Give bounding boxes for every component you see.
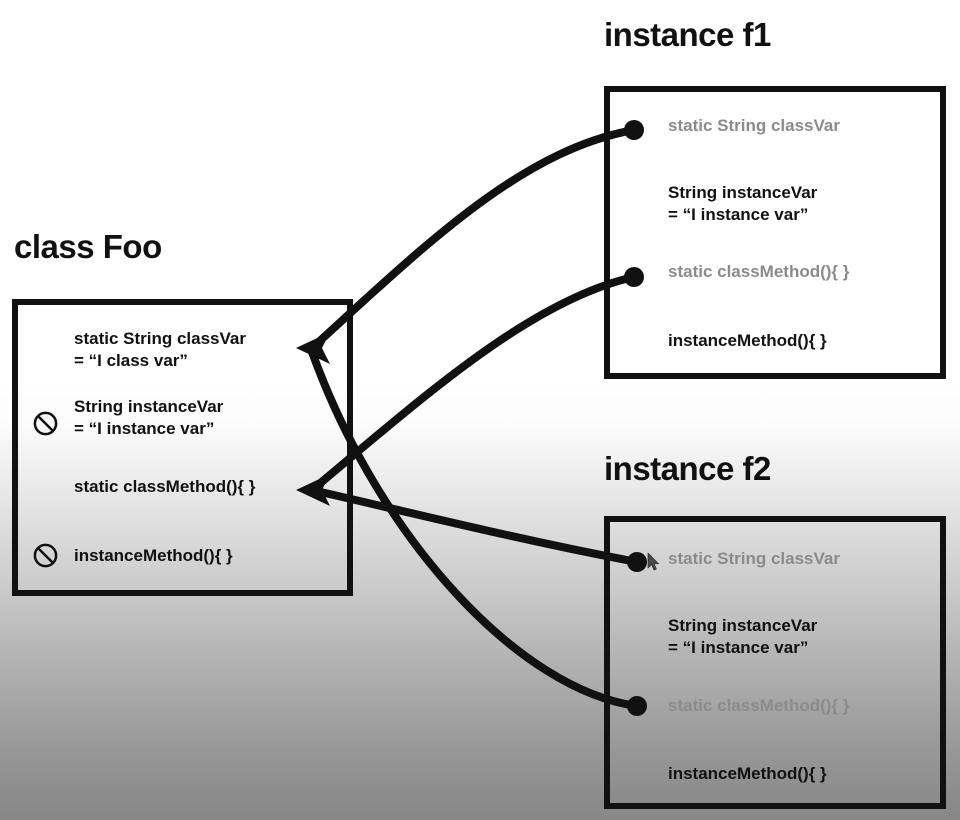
page-title-instance-f1: instance f1	[604, 16, 771, 53]
connector-f1-classmethod-to-foo-classmethod	[308, 273, 638, 494]
page-title-class-foo: class Foo	[14, 228, 162, 265]
instance-f2-member-instancemethod: instanceMethod(){ }	[668, 763, 827, 785]
class-foo-member-classvar: static String classVar = “I class var”	[74, 328, 246, 372]
instance-f2-member-classmethod: static classMethod(){ }	[668, 695, 849, 717]
instance-f2-classvar-line1: static String classVar	[668, 549, 840, 568]
instance-f1-instancemethod-line1: instanceMethod(){ }	[668, 331, 827, 350]
mouse-cursor-arrow-icon	[647, 552, 659, 571]
instance-f2-member-instancevar: String instanceVar = “I instance var”	[668, 615, 817, 659]
instance-f2-instancevar-line1: String instanceVar	[668, 616, 818, 635]
instance-f1-classmethod-line1: static classMethod(){ }	[668, 262, 850, 281]
instance-f2-instancevar-line2: = “I instance var”	[668, 638, 809, 657]
instance-f1-member-instancevar: String instanceVar = “I instance var”	[668, 182, 817, 226]
connector-f2-classvar-to-foo-classmethod	[308, 486, 641, 566]
instance-f1-classvar-line1: static String classVar	[668, 116, 840, 135]
instance-f1-instancevar-line1: String instanceVar	[668, 183, 818, 202]
instance-f1-instancevar-line2: = “I instance var”	[668, 205, 809, 224]
class-foo-classvar-line1: static String classVar	[74, 329, 246, 348]
class-foo-member-classmethod: static classMethod(){ }	[74, 476, 255, 498]
class-foo-instancevar-line2: = “I instance var”	[74, 419, 215, 438]
class-foo-classvar-line2: = “I class var”	[74, 351, 188, 370]
page-title-instance-f2: instance f2	[604, 450, 771, 487]
class-foo-member-instancemethod: instanceMethod(){ }	[74, 545, 233, 567]
instance-f1-member-instancemethod: instanceMethod(){ }	[668, 330, 827, 352]
instance-f2-classmethod-line1: static classMethod(){ }	[668, 696, 850, 715]
instance-f1-member-classvar: static String classVar	[668, 115, 840, 137]
connector-f1-classvar-to-foo-classvar	[308, 126, 638, 352]
prohibition-icon	[33, 411, 58, 436]
instance-f2-instancemethod-line1: instanceMethod(){ }	[668, 764, 827, 783]
class-foo-instancemethod-line1: instanceMethod(){ }	[74, 546, 233, 565]
instance-f2-member-classvar: static String classVar	[668, 548, 840, 570]
prohibition-icon	[33, 543, 58, 568]
class-foo-member-instancevar: String instanceVar = “I instance var”	[74, 396, 223, 440]
class-foo-classmethod-line1: static classMethod(){ }	[74, 477, 256, 496]
instance-f1-member-classmethod: static classMethod(){ }	[668, 261, 849, 283]
class-foo-instancevar-line1: String instanceVar	[74, 397, 224, 416]
connector-f2-classmethod-to-foo-classvar	[308, 348, 641, 710]
